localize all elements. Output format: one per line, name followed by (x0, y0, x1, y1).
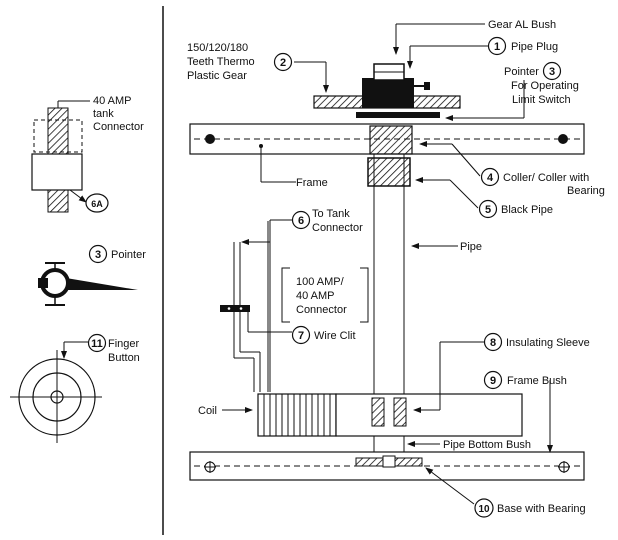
label-insulating-sleeve: Insulating Sleeve (506, 337, 590, 349)
label-pipe: Pipe (460, 241, 482, 253)
badge-11 (87, 333, 107, 353)
badge-5 (478, 199, 498, 219)
badge-11-text: 11 (91, 338, 103, 350)
label-collar-2: Bearing (567, 185, 605, 197)
badge-2-text: 2 (280, 57, 286, 69)
insulating-sleeve (371, 397, 385, 427)
badge-3-left-text: 3 (95, 249, 101, 261)
label-black-pipe: Black Pipe (501, 204, 553, 216)
badge-8-text: 8 (490, 337, 496, 349)
badge-6a (85, 193, 109, 213)
label-amp-2: 40 AMP (296, 290, 335, 302)
badge-6a-text: 6A (91, 199, 103, 209)
wires (233, 221, 271, 392)
label-left-pointer: Pointer (111, 249, 146, 261)
badge-8 (483, 332, 503, 352)
badge-1-text: 1 (494, 41, 500, 53)
badge-6 (291, 210, 311, 230)
frame-hole-right (558, 134, 568, 144)
collar (369, 125, 413, 155)
badge-10 (474, 498, 494, 518)
black-pipe (367, 157, 411, 187)
label-pointer-3: Limit Switch (512, 94, 571, 106)
label-wire-clit: Wire Clit (314, 330, 356, 342)
label-gear-al-bush: Gear AL Bush (488, 19, 556, 31)
label-frame-bush: Frame Bush (507, 375, 567, 387)
label-coil: Coil (198, 405, 217, 417)
label-frame: Frame (296, 177, 328, 189)
badge-5-text: 5 (485, 204, 491, 216)
label-finger-1: Finger (108, 338, 140, 350)
badge-3 (542, 61, 562, 81)
label-pipe-plug: Pipe Plug (511, 41, 558, 53)
pointer-detail (38, 262, 138, 306)
label-collar-1: Coller/ Coller with (503, 172, 589, 184)
label-pipe-bottom-bush: Pipe Bottom Bush (443, 439, 531, 451)
label-left-amp-1: 40 AMP (93, 95, 132, 107)
badge-4-text: 4 (487, 172, 494, 184)
coil-windings (263, 394, 331, 436)
label-pointer-1: Pointer (504, 66, 539, 78)
badge-7-text: 7 (298, 330, 304, 342)
label-pointer-2: For Operating (511, 80, 579, 92)
badge-6-text: 6 (298, 215, 304, 227)
label-left-amp-3: Connector (93, 121, 144, 133)
badge-7 (291, 325, 311, 345)
gear-al-bush (362, 78, 414, 108)
label-base-bearing: Base with Bearing (497, 503, 586, 515)
badge-2 (273, 52, 293, 72)
badge-3-left (88, 244, 108, 264)
label-tank-1: To Tank (312, 208, 350, 220)
frame-hole-left (205, 134, 215, 144)
badge-10-text: 10 (478, 504, 490, 515)
label-left-amp-2: tank (93, 108, 114, 120)
label-gear-3: Plastic Gear (187, 70, 247, 82)
badge-4 (480, 167, 500, 187)
label-finger-2: Button (108, 352, 140, 364)
wire-clit (220, 305, 250, 312)
pointer-bar (356, 112, 440, 118)
label-gear-2: Teeth Thermo (187, 56, 255, 68)
label-tank-2: Connector (312, 222, 363, 234)
label-amp-3: Connector (296, 304, 347, 316)
badge-9 (483, 370, 503, 390)
badge-1 (487, 36, 507, 56)
badge-9-text: 9 (490, 375, 496, 387)
badge-3-text: 3 (549, 66, 555, 78)
label-amp-1: 100 AMP/ (296, 276, 345, 288)
finger-button-detail (10, 341, 102, 443)
tank-connector-detail (31, 100, 90, 213)
label-gear-1: 150/120/180 (187, 42, 248, 54)
coil (257, 393, 337, 437)
